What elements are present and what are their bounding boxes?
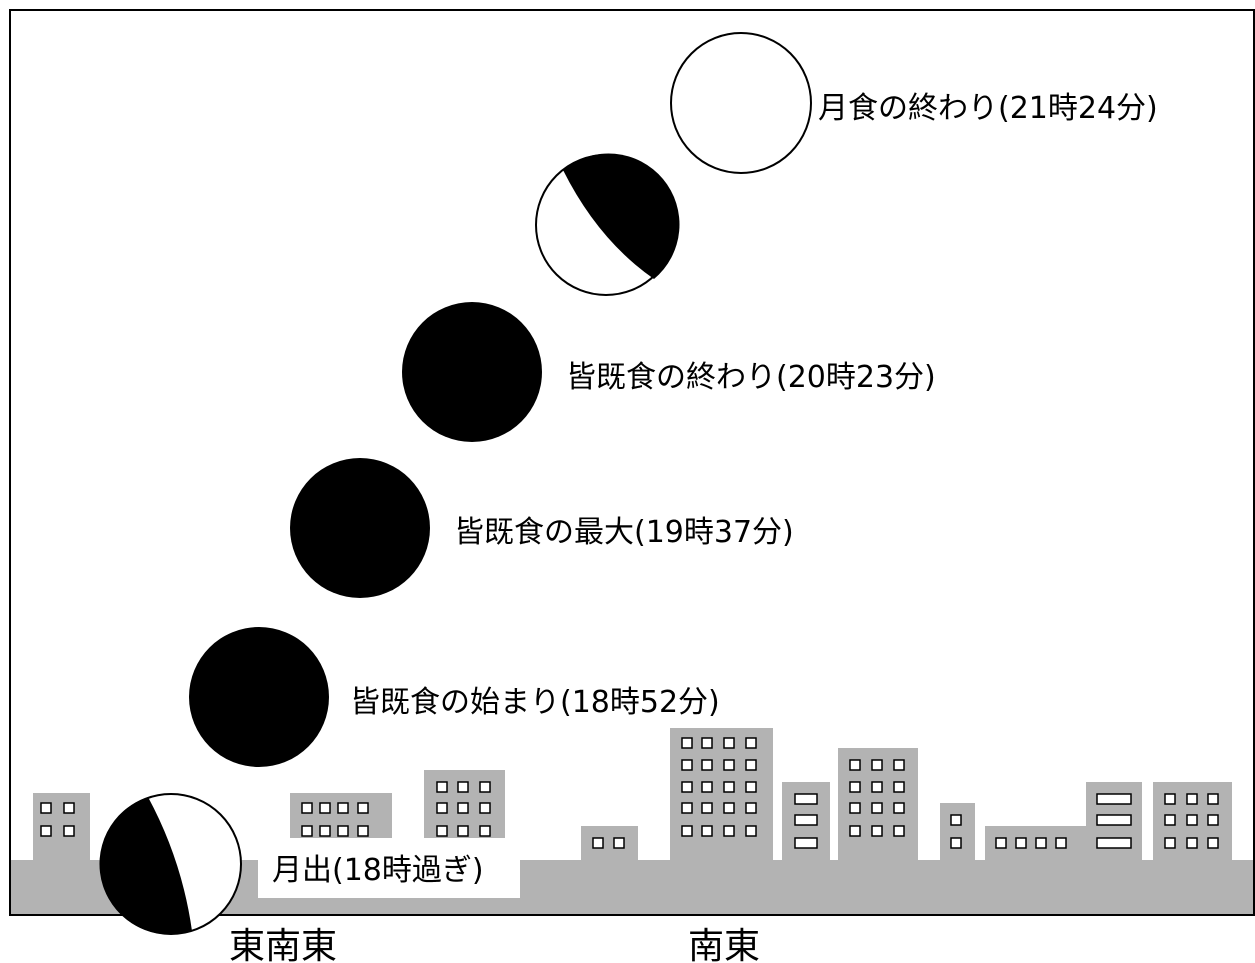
totality-start-label: 皆既食の始まり(18時52分) (350, 685, 720, 720)
direction-label-left: 東南東 (229, 926, 337, 963)
moon-totality-start (189, 627, 329, 767)
moon-totality-max (290, 458, 430, 598)
moon-totality-end (402, 302, 542, 442)
direction-label-center: 南東 (688, 926, 760, 963)
building (940, 803, 975, 863)
city-skyline (11, 728, 1253, 914)
moonrise-label: 月出(18時過ぎ) (272, 853, 484, 888)
moon-rising (99, 793, 242, 935)
moon-eclipse-end (670, 32, 812, 174)
totality-end-label: 皆既食の終わり(20時23分) (566, 360, 936, 395)
building-windows (40, 737, 1219, 849)
moon-partial-waning (535, 153, 680, 296)
eclipse-end-label: 月食の終わり(21時24分) (818, 91, 1158, 126)
building (581, 826, 638, 863)
diagram-frame (9, 9, 1255, 916)
building (670, 728, 773, 863)
moonrise-label-bg (258, 838, 520, 898)
totality-max-label: 皆既食の最大(19時37分) (454, 515, 794, 550)
